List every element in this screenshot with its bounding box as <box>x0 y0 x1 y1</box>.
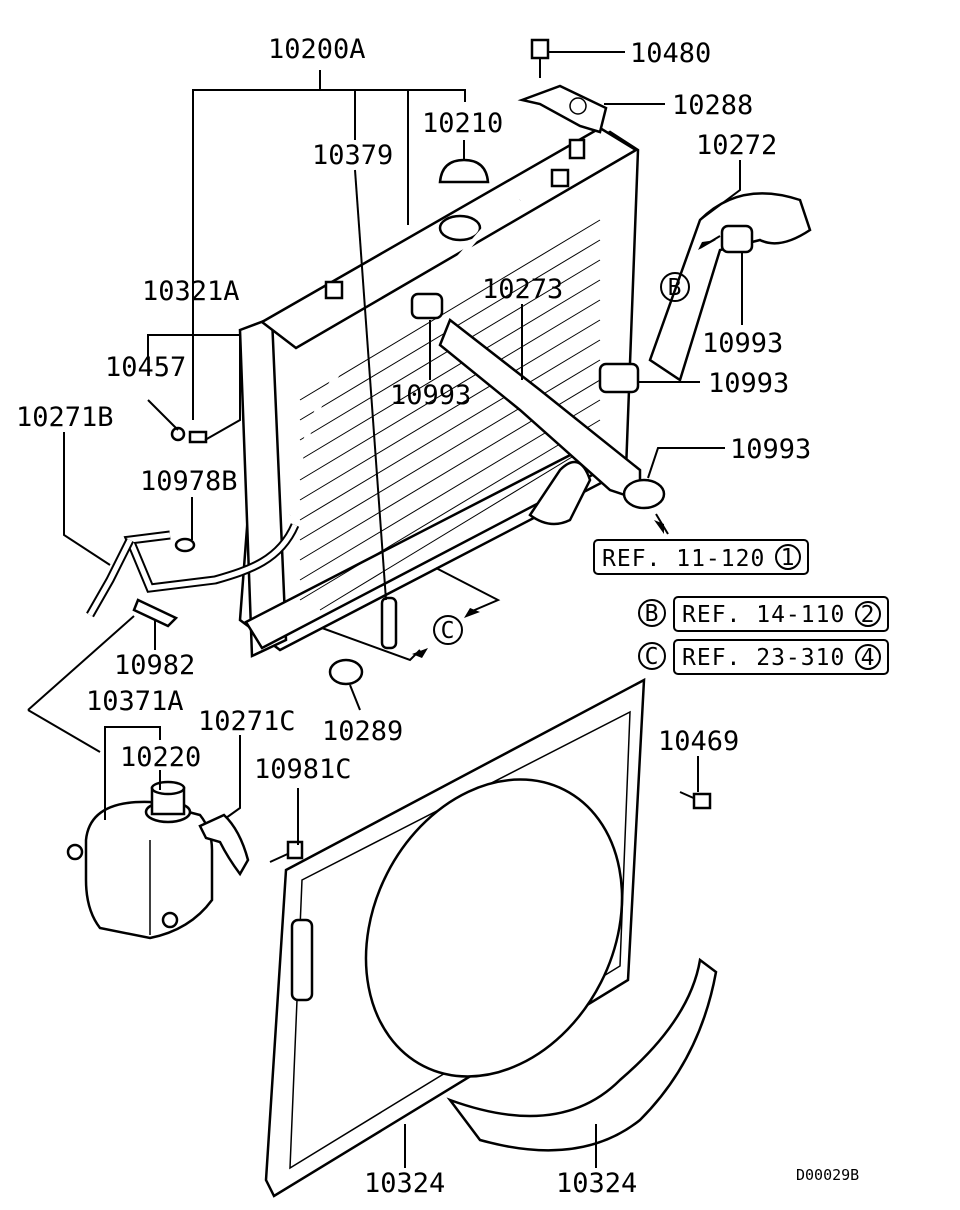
label-shroud-lower: 10324 <box>556 1168 637 1199</box>
insulator[interactable] <box>328 658 364 686</box>
reference-3-marker: C <box>645 644 660 670</box>
rod[interactable] <box>380 596 398 650</box>
label-insulator: 10289 <box>322 716 403 747</box>
reference-3-num: 4 <box>861 645 876 671</box>
fan-shroud-lower[interactable] <box>446 957 718 1152</box>
label-radiator-assy: 10200A <box>268 34 366 65</box>
label-clip-small: 10457 <box>105 352 186 383</box>
label-reservoir-cap: 10220 <box>120 742 201 773</box>
reservoir-tank[interactable] <box>66 780 214 940</box>
marker-c: C <box>441 618 456 644</box>
label-hose-set: 10321A <box>142 276 240 307</box>
label-clamp-mid-right: 10993 <box>708 368 789 399</box>
clamp-upper-right <box>720 224 754 254</box>
reference-1-num: 1 <box>781 545 796 571</box>
radiator[interactable] <box>238 126 640 658</box>
reference-1[interactable]: REF. 11-120 1 <box>593 539 809 575</box>
bolt-shroud-left[interactable] <box>269 840 304 863</box>
clamp-upper-left <box>410 292 444 320</box>
radiator-cap[interactable] <box>438 158 490 184</box>
clamp-lower-right <box>622 478 666 510</box>
label-clamp-lower-right: 10993 <box>730 434 811 465</box>
fan-shroud[interactable] <box>264 677 671 1198</box>
label-bolt-shroud-right: 10469 <box>658 726 739 757</box>
marker-b-circle <box>660 272 690 302</box>
label-lower-hose: 10273 <box>482 274 563 305</box>
flow-arrows <box>412 235 721 658</box>
label-rod: 10379 <box>312 140 393 171</box>
clamp-mid-right <box>598 362 640 394</box>
bracket-top[interactable] <box>517 84 608 134</box>
label-upper-hose: 10272 <box>696 130 777 161</box>
bolt-top[interactable] <box>530 38 550 78</box>
reference-3-text: REF. 23-310 <box>682 645 845 671</box>
label-clamp-upper-left: 10993 <box>390 380 471 411</box>
reference-2[interactable]: B REF. 14-110 2 <box>638 596 889 632</box>
holder[interactable] <box>132 598 179 628</box>
label-bolt-top: 10480 <box>630 38 711 69</box>
reservoir-hose[interactable] <box>198 813 250 877</box>
marker-b: B <box>668 275 683 301</box>
label-holder: 10982 <box>114 650 195 681</box>
label-shroud: 10324 <box>364 1168 445 1199</box>
callout-labels: 10200A 10210 10480 10288 10379 10272 102… <box>16 34 859 1199</box>
label-clamp-b: 10978B <box>140 466 238 497</box>
leader-lines <box>27 51 743 1168</box>
reservoir-hose-left[interactable] <box>86 523 300 618</box>
label-reservoir-assy: 10371A <box>86 686 184 717</box>
label-overflow-hose: 10271B <box>16 402 114 433</box>
label-bolt-shroud-left: 10981C <box>254 754 352 785</box>
bolt-shroud-right[interactable] <box>679 791 712 810</box>
overflow-hose[interactable] <box>287 197 522 516</box>
label-reservoir-hose: 10271C <box>198 706 296 737</box>
clamp-b-part <box>174 537 196 553</box>
reference-2-text: REF. 14-110 <box>682 602 845 628</box>
reference-1-text: REF. 11-120 <box>602 546 765 572</box>
label-bracket-top: 10288 <box>672 90 753 121</box>
reference-2-marker: B <box>645 601 660 627</box>
label-cap: 10210 <box>422 108 503 139</box>
label-clamp-upper-right: 10993 <box>702 328 783 359</box>
reference-2-num: 2 <box>861 602 876 628</box>
reference-3[interactable]: C REF. 23-310 4 <box>638 639 889 675</box>
marker-c-circle <box>433 615 463 645</box>
diagram-code: D00029B <box>796 1166 859 1184</box>
clip-small[interactable] <box>170 426 208 444</box>
